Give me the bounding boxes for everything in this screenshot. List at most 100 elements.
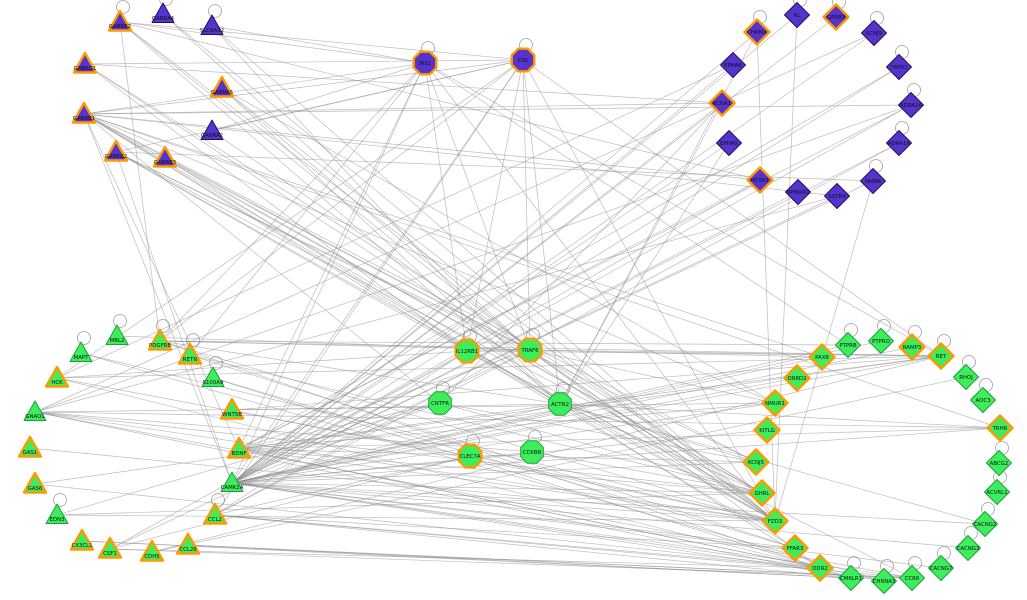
node-RHOJ[interactable]: RHOJ (953, 364, 979, 390)
edge-CAMK2A-FFAR3 (231, 482, 796, 549)
edge-GNAO1-NMUR1 (34, 402, 776, 413)
diamond-shape-icon (886, 130, 912, 156)
node-IRS1[interactable]: IRS1 (412, 50, 438, 76)
self-loop-MAPT (77, 331, 91, 345)
triangle-shape-icon (152, 145, 178, 168)
edge-IRS1-TRAF6 (424, 62, 531, 351)
node-CLEC7A[interactable]: CLEC7A (457, 443, 483, 469)
node-ADRA1A[interactable]: ADRA1A (886, 130, 912, 156)
node-IL12RB1[interactable]: IL12RB1 (454, 338, 480, 364)
node-SLC6A12[interactable]: SLC6A12 (200, 14, 224, 35)
node-CCR6[interactable]: CCR6 (899, 565, 925, 591)
edge-GABRB2-FZD3 (119, 21, 776, 522)
edge-GABRB1-NMUR1 (83, 113, 776, 404)
node-GABRA4[interactable]: GABRA4 (151, 2, 175, 23)
edge-GNAO1-GHRL (34, 411, 763, 494)
node-MBL2[interactable]: MBL2 (105, 324, 129, 345)
self-loop-SLC6A12 (208, 4, 222, 18)
triangle-shape-icon (202, 502, 228, 525)
edge-WNT5B-RET (231, 355, 942, 411)
node-KL[interactable]: KL (784, 2, 810, 28)
edge-CSK-PDGFRB (159, 59, 524, 342)
edge-CCL2-CMKLR1 (214, 514, 852, 579)
edge-KCNJ9-GNAO1 (34, 32, 875, 413)
node-GABRG1[interactable]: GABRG1 (72, 51, 98, 74)
edge-CAMK2A-CACNG2 (231, 482, 986, 525)
node-ABCG2[interactable]: ABCG2 (986, 450, 1012, 476)
edge-CNTFR-GHRL (439, 402, 763, 494)
edge-GABRB1-CSK (83, 59, 524, 115)
node-CSK[interactable]: CSK (510, 47, 536, 73)
edge-GABRB1-KCNJ5 (83, 113, 757, 463)
node-ACTN2[interactable]: ACTN2 (548, 392, 572, 416)
edge-BDNF-GHRL (238, 448, 763, 494)
edge-IRS1-CAMK2A (231, 62, 426, 484)
diamond-shape-icon (953, 364, 979, 390)
node-CACNG2[interactable]: CACNG2 (972, 511, 998, 537)
node-GABRB2[interactable]: GABRB2 (107, 9, 133, 32)
node-PTPRO[interactable]: PTPRO (868, 328, 894, 354)
diamond-shape-icon (822, 3, 850, 31)
edge-GABRG2-KCNJ5 (115, 151, 757, 463)
self-loop-EDN3 (53, 493, 67, 507)
edge-GABRG1-CSK (84, 59, 524, 65)
node-RET[interactable]: RET (927, 342, 955, 370)
node-CCL2[interactable]: CCL2 (202, 502, 228, 525)
node-CCKBR[interactable]: CCKBR (520, 440, 544, 464)
node-HCK[interactable]: HCK (44, 365, 70, 388)
node-TRAF6[interactable]: TRAF6 (517, 337, 543, 363)
node-GABRA2[interactable]: GABRA2 (200, 119, 224, 140)
node-CACNG7[interactable]: CACNG7 (928, 555, 954, 581)
diamond-shape-icon (868, 328, 894, 354)
node-NMBR[interactable]: NMBR (860, 168, 886, 194)
triangle-shape-icon (22, 471, 48, 494)
edge-CSK-CAMK2A (231, 59, 524, 484)
self-loop-CCL2 (211, 493, 225, 507)
node-CNTFR[interactable]: CNTFR (428, 391, 452, 415)
edge-KCNA1-ACTN2 (559, 102, 723, 405)
edge-GNAO1-CCR6 (34, 411, 913, 579)
node-EDN3[interactable]: EDN3 (45, 503, 69, 524)
node-ADRA2A[interactable]: ADRA2A (898, 92, 924, 118)
node-TRPV1[interactable]: TRPV1 (886, 54, 912, 80)
node-TRHR[interactable]: TRHR (986, 414, 1014, 442)
node-CSF1[interactable]: CSF1 (97, 536, 123, 559)
node-CHRNA3[interactable]: CHRNA3 (871, 568, 897, 594)
node-GPR83[interactable]: GPR83 (822, 3, 850, 31)
node-CCL26[interactable]: CCL26 (175, 532, 201, 555)
edge-TRAF6-NMUR1 (529, 349, 776, 404)
self-loop-PDGFRB (156, 319, 170, 333)
edge-EPHA5-ACTN2 (559, 142, 730, 405)
node-NMUR1[interactable]: NMUR1 (761, 389, 789, 417)
edge-CNTFR-CAMK2A (231, 402, 441, 484)
edge-layer (29, 13, 1001, 582)
node-ACVRL1[interactable]: ACVRL1 (984, 479, 1010, 505)
edge-CHRM1-FZD3 (756, 31, 776, 522)
node-EPHA8[interactable]: EPHA8 (720, 52, 746, 78)
edge-GABRG2-TRAF6 (115, 151, 531, 351)
edge-GABRB1-NTSR1 (83, 113, 761, 181)
edge-GABRG2-FZD3 (115, 151, 776, 522)
edge-GAS1-FZD3 (29, 447, 776, 522)
node-KCNJ9[interactable]: KCNJ9 (861, 20, 887, 46)
node-EPHA5[interactable]: EPHA5 (716, 130, 742, 156)
edge-PDGFRB-DDR2 (159, 340, 821, 569)
node-KITLG[interactable]: KITLG (753, 416, 781, 444)
node-CX3CL1[interactable]: CX3CL1 (69, 528, 95, 551)
edge-IRS1-IL12RB1 (424, 62, 468, 352)
node-CACNG3[interactable]: CACNG3 (955, 535, 981, 561)
node-SSTR4[interactable]: SSTR4 (824, 183, 850, 209)
node-WNT5B[interactable]: WNT5B (219, 397, 245, 420)
node-GABRA5[interactable]: GABRA5 (209, 75, 235, 98)
node-AOC3[interactable]: AOC3 (970, 387, 996, 413)
edge-GABRG2-ACTN2 (115, 151, 561, 405)
node-MAPT[interactable]: MAPT (69, 341, 93, 362)
node-GABRG2[interactable]: GABRG2 (103, 139, 129, 162)
edge-IL12RB1-CCL2 (214, 350, 468, 516)
diamond-shape-icon (970, 387, 996, 413)
node-GAS1[interactable]: GAS1 (17, 435, 43, 458)
node-GNAO1[interactable]: GNAO1 (23, 400, 47, 421)
node-OR8D2[interactable]: OR8D2 (783, 364, 811, 392)
